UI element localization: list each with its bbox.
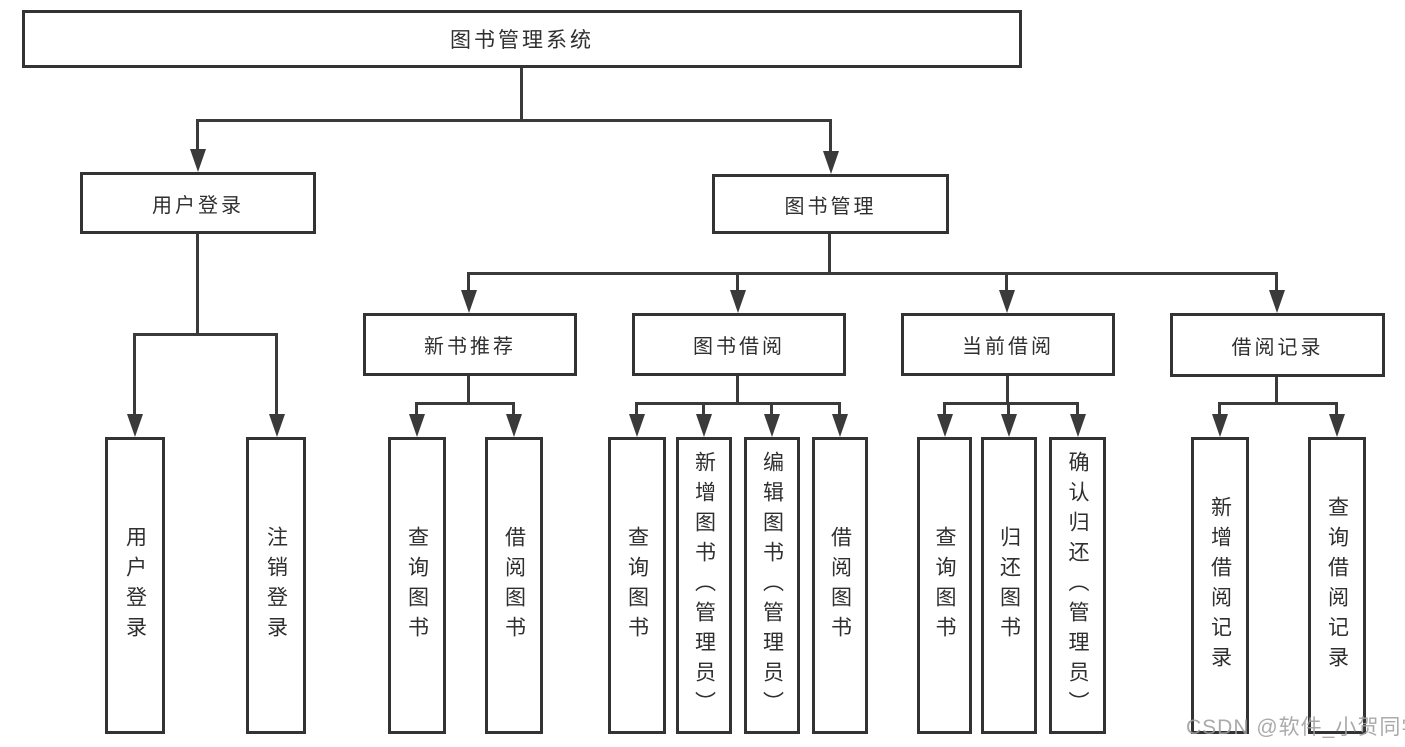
- connector-vline: [196, 119, 199, 151]
- connector-vline: [635, 402, 638, 415]
- connector-vline: [415, 402, 418, 415]
- connector-hline: [196, 119, 832, 122]
- arrowhead-down-icon: [832, 414, 848, 437]
- connector-vline: [838, 402, 841, 415]
- node-borrow-records: 借阅记录: [1170, 313, 1385, 377]
- connector-vline: [1275, 375, 1278, 405]
- leaf-query-books-borrow: 查询图书: [608, 437, 666, 734]
- node-label: 查询图书: [933, 525, 956, 646]
- connector-vline: [133, 333, 136, 416]
- connector-vline: [520, 66, 523, 122]
- node-book-borrow: 图书借阅: [632, 313, 846, 376]
- connector-vline: [467, 374, 470, 405]
- node-book-management: 图书管理: [712, 174, 949, 234]
- arrowhead-down-icon: [506, 414, 522, 437]
- arrowhead-down-icon: [730, 290, 746, 313]
- node-label: 归还图书: [997, 525, 1021, 646]
- node-label: 注销登录: [264, 525, 288, 646]
- node-label: 当前借阅: [962, 336, 1054, 358]
- node-label: 用户登录: [123, 525, 147, 646]
- arrowhead-down-icon: [190, 149, 206, 172]
- node-label: 借阅图书: [828, 525, 852, 646]
- connector-hline: [635, 402, 841, 405]
- leaf-user-login: 用户登录: [105, 437, 165, 734]
- node-label: 查询图书: [405, 525, 429, 646]
- connector-vline: [467, 272, 470, 292]
- arrowhead-down-icon: [1001, 414, 1017, 437]
- arrowhead-down-icon: [1212, 414, 1228, 437]
- connector-vline: [1335, 402, 1338, 415]
- node-label: 新书推荐: [424, 336, 516, 358]
- leaf-edit-book-admin: 编辑图书（管理员）: [744, 437, 800, 734]
- watermark-text: CSDN @软件_小贺同学: [1186, 716, 1405, 739]
- arrowhead-down-icon: [764, 414, 780, 437]
- node-label: 新增借阅记录: [1208, 495, 1232, 676]
- leaf-confirm-return-admin: 确认归还（管理员）: [1049, 437, 1106, 734]
- connector-vline: [702, 402, 705, 415]
- connector-hline: [943, 402, 1079, 405]
- connector-vline: [275, 333, 278, 416]
- connector-hline: [1218, 402, 1338, 405]
- connector-vline: [1218, 402, 1221, 415]
- node-current-borrow: 当前借阅: [901, 313, 1115, 376]
- node-label: 图书管理: [784, 195, 877, 218]
- node-label: 用户登录: [152, 194, 244, 217]
- arrowhead-down-icon: [823, 151, 839, 174]
- connector-vline: [512, 402, 515, 415]
- node-label: 新增图书（管理员）: [692, 450, 716, 721]
- connector-vline: [736, 272, 739, 292]
- node-label: 编辑图书（管理员）: [760, 450, 784, 721]
- node-label: 图书管理系统: [450, 29, 594, 52]
- leaf-borrow-books: 借阅图书: [812, 437, 868, 734]
- node-new-book-recommend: 新书推荐: [363, 313, 577, 376]
- connector-vline: [828, 232, 831, 275]
- connector-vline: [1006, 374, 1009, 405]
- arrowhead-down-icon: [1329, 414, 1345, 437]
- arrowhead-down-icon: [937, 414, 953, 437]
- arrowhead-down-icon: [127, 414, 143, 437]
- arrowhead-down-icon: [269, 414, 285, 437]
- connector-vline: [829, 119, 832, 153]
- node-label: 图书借阅: [693, 336, 785, 358]
- connector-vline: [770, 402, 773, 415]
- connector-hline: [467, 272, 1278, 275]
- node-library-management-system: 图书管理系统: [22, 10, 1022, 68]
- arrowhead-down-icon: [1269, 290, 1285, 313]
- leaf-add-book-admin: 新增图书（管理员）: [676, 437, 732, 734]
- connector-vline: [1076, 402, 1079, 415]
- arrowhead-down-icon: [696, 414, 712, 437]
- node-label: 借阅图书: [502, 525, 526, 646]
- connector-vline: [196, 232, 199, 336]
- connector-hline: [133, 333, 278, 336]
- leaf-borrow-books-recommend: 借阅图书: [485, 437, 543, 734]
- node-user-login: 用户登录: [80, 172, 316, 234]
- node-label: 借阅记录: [1231, 336, 1324, 359]
- leaf-query-books-recommend: 查询图书: [388, 437, 446, 734]
- arrowhead-down-icon: [999, 290, 1015, 313]
- leaf-add-borrow-record: 新增借阅记录: [1191, 437, 1249, 734]
- connector-vline: [943, 402, 946, 415]
- arrowhead-down-icon: [409, 414, 425, 437]
- connector-vline: [736, 374, 739, 405]
- leaf-query-books-current: 查询图书: [917, 437, 972, 734]
- leaf-logout: 注销登录: [246, 437, 306, 734]
- connector-vline: [1007, 402, 1010, 415]
- connector-vline: [1275, 272, 1278, 292]
- node-label: 查询借阅记录: [1325, 495, 1349, 676]
- arrowhead-down-icon: [461, 290, 477, 313]
- leaf-query-borrow-record: 查询借阅记录: [1308, 437, 1366, 734]
- connector-vline: [1005, 272, 1008, 292]
- leaf-return-books: 归还图书: [981, 437, 1037, 734]
- arrowhead-down-icon: [629, 414, 645, 437]
- node-label: 确认归还（管理员）: [1066, 450, 1089, 721]
- connector-hline: [415, 402, 515, 405]
- arrowhead-down-icon: [1070, 414, 1086, 437]
- node-label: 查询图书: [625, 525, 649, 646]
